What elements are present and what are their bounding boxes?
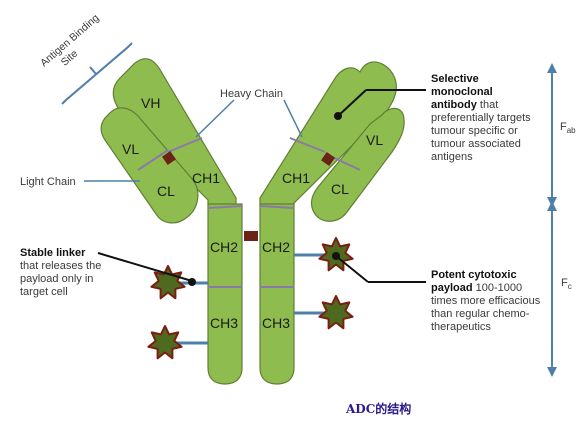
payload-callout-line — [335, 255, 369, 283]
domain-vh-label: VH — [141, 95, 160, 111]
heavy-chain-pointer-right — [283, 99, 303, 138]
left-fc-stem — [207, 203, 243, 385]
fc-label: Fc — [561, 277, 572, 291]
domain-ch3-right-label: CH3 — [262, 315, 290, 331]
heavy-chain-label: Heavy Chain — [220, 88, 283, 100]
heavy-chain-pointer-left — [195, 99, 235, 138]
domain-ch2-left-label: CH2 — [210, 239, 238, 255]
right-fc-stem — [259, 203, 295, 385]
right-heavy-chain-fab — [259, 61, 397, 206]
right-disulfide-bond — [321, 152, 335, 166]
payload-group — [147, 237, 354, 360]
payload-star-4 — [318, 295, 354, 330]
payload-callout-dot — [332, 252, 340, 260]
domain-ch3-left-label: CH3 — [210, 315, 238, 331]
domain-ch1-left-label: CH1 — [192, 170, 220, 186]
right-ch1-boundary — [289, 137, 326, 153]
left-light-chain — [100, 107, 199, 224]
linker-callout-line — [97, 252, 193, 282]
domain-cl-left-label: CL — [157, 183, 175, 199]
caption-text: ADC的结构 — [345, 401, 411, 416]
domain-vl-left-label: VL — [122, 141, 139, 157]
antibody-callout-line — [337, 89, 367, 117]
hinge-disulfide-bond — [244, 231, 258, 241]
light-chain-label: Light Chain — [20, 176, 76, 188]
right-hinge-line — [259, 205, 295, 209]
domain-vl-right-label: VL — [366, 132, 383, 148]
left-ch1-boundary — [167, 137, 203, 153]
domain-ch1-right-label: CH1 — [282, 170, 310, 186]
left-hinge-line — [207, 205, 243, 209]
linker-annotation: Stable linker that releases the payload … — [20, 247, 104, 298]
left-cl-boundary — [137, 149, 169, 171]
payload-star-1 — [150, 265, 186, 300]
payload-star-2 — [147, 325, 183, 360]
linker-callout-dot — [188, 278, 196, 286]
antigen-binding-site-bracket — [61, 42, 133, 105]
domain-cl-right-label: CL — [331, 181, 349, 197]
linkers — [172, 253, 333, 345]
antibody-annotation: Selective monoclonal antibody that prefe… — [431, 73, 534, 163]
payload-annotation: Potent cytotoxic payload 100-1000 times … — [431, 269, 543, 333]
right-light-chain — [310, 107, 405, 222]
domain-ch2-right-label: CH2 — [262, 239, 290, 255]
fab-label: Fab — [560, 121, 576, 135]
left-disulfide-bond — [162, 151, 176, 165]
antibody-callout-dot — [334, 112, 342, 120]
